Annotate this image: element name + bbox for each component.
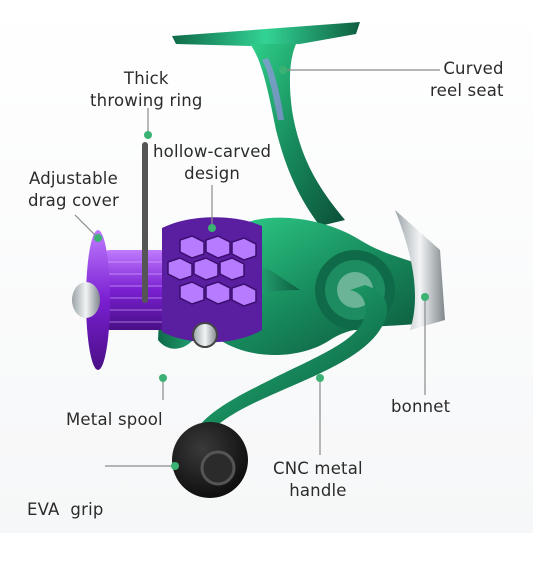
reel-stem bbox=[250, 44, 345, 226]
fishing-reel-illustration bbox=[72, 22, 445, 498]
label-hollow-carved-design: hollow-carved design bbox=[153, 142, 272, 183]
handle-arm bbox=[196, 285, 388, 438]
label-cnc-metal-handle: CNC metal handle bbox=[273, 459, 363, 500]
label-metal-spool: Metal spool bbox=[66, 410, 163, 429]
label-curved-reel-seat: Curved reel seat bbox=[430, 59, 504, 100]
product-infographic: Thick throwing ring Curved reel seat hol… bbox=[0, 0, 533, 533]
label-thick-throwing-ring: Thick throwing ring bbox=[90, 69, 203, 110]
hollow-carved-cup bbox=[162, 217, 262, 343]
label-eva-grip: EVA grip bbox=[27, 500, 104, 519]
line-roller bbox=[192, 322, 218, 348]
label-adjustable-drag-cover: Adjustable drag cover bbox=[28, 169, 119, 210]
reel-seat-foot bbox=[172, 22, 360, 46]
bonnet-shape bbox=[395, 210, 445, 330]
label-bonnet: bonnet bbox=[391, 397, 451, 416]
